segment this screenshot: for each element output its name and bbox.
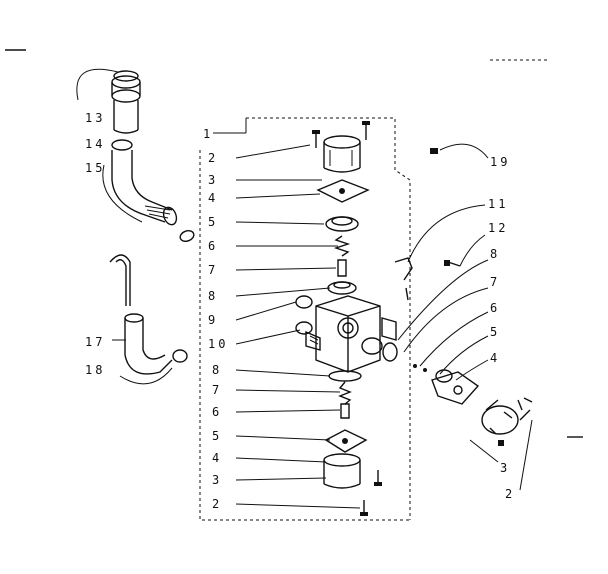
callout-6-low: 6 [212,405,222,419]
assembly-bracket [199,117,411,521]
callout-8-right: 8 [490,247,500,261]
callout-3-low: 3 [212,473,222,487]
callout-labels: 1 2 3 4 5 6 7 8 9 10 8 7 6 5 4 3 2 19 11… [85,111,515,511]
callout-5-right: 5 [490,325,500,339]
callout-11: 11 [488,197,508,211]
callout-3-right: 3 [500,461,510,475]
callout-1: 1 [203,127,213,141]
callout-13: 13 [85,111,105,125]
callout-9: 9 [208,313,218,327]
callout-5-top: 5 [208,215,218,229]
callout-12: 12 [488,221,508,235]
callout-17: 17 [85,335,105,349]
leader-lines [235,144,533,509]
right-valve-parts [382,143,533,446]
callout-7-top: 7 [208,263,218,277]
callout-6-right: 6 [490,301,500,315]
callout-7-low: 7 [212,383,222,397]
callout-8-low: 8 [212,363,222,377]
callout-15: 15 [85,161,105,175]
callout-6-top: 6 [208,239,218,253]
callout-4-low: 4 [212,451,222,465]
callout-5-low: 5 [212,429,222,443]
callout-8-top: 8 [208,289,218,303]
callout-2-top: 2 [208,151,218,165]
callout-4-top: 4 [208,191,218,205]
callout-19: 19 [490,155,510,169]
callout-10: 10 [208,337,228,351]
lower-hose-assembly [109,254,188,385]
callout-2-low: 2 [212,497,222,511]
callout-2-right: 2 [505,487,515,501]
callout-18: 18 [85,363,105,377]
callout-4-right: 4 [490,351,500,365]
callout-3-top: 3 [208,173,218,187]
callout-14: 14 [85,137,105,151]
callout-7-right: 7 [490,275,500,289]
upper-hose-assembly [76,68,195,242]
